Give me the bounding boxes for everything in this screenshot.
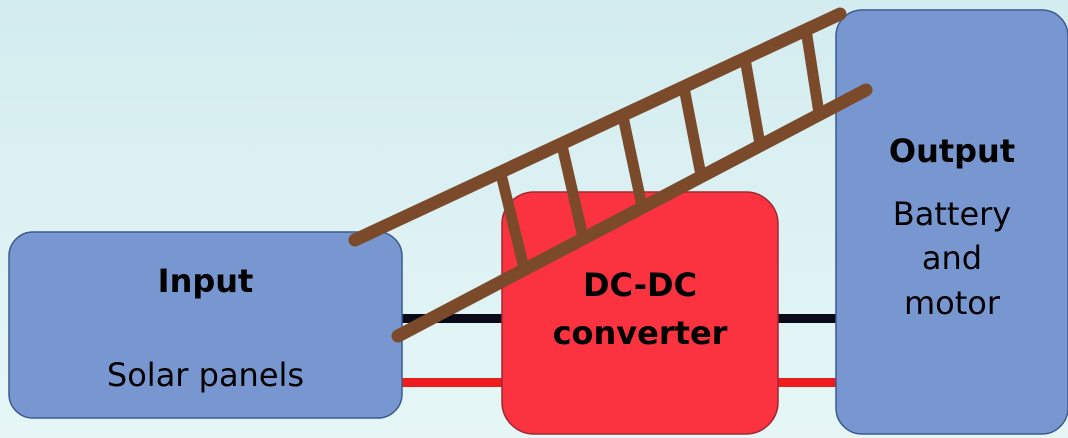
ladder-rung [495,166,530,276]
input-box-label: Input [9,262,402,300]
input-box-sublabel: Solar panels [9,356,402,394]
output-box [835,9,1068,435]
output-box-sublabel: Battery and motor [836,195,1068,322]
ladder-rung [678,81,707,183]
wires [400,314,838,387]
output-subtitle-line2: and [921,239,983,278]
ladder-rail-upper [348,7,847,247]
output-title: Output [888,132,1016,170]
converter-box-label: DC-DC converter [502,266,778,353]
wire-black-left [400,314,504,323]
converter-title-line2: converter [552,314,728,353]
wire-black-right [776,314,838,323]
ladder-rung [800,24,825,121]
input-subtitle: Solar panels [106,356,305,394]
input-title: Input [157,262,254,300]
ladder-icon [348,7,873,343]
output-box-label: Output [836,132,1068,170]
output-subtitle-line1: Battery [892,195,1012,233]
output-subtitle-line3: motor [903,283,1001,322]
wire-red-right [776,378,838,387]
ladder-rung [556,138,589,245]
ladder-rung [739,52,766,152]
wire-red-left [400,378,504,387]
ladder-rung [617,109,648,214]
input-box [8,231,403,419]
ladder-rail-lower [391,83,873,343]
converter-title-line1: DC-DC [582,266,698,304]
